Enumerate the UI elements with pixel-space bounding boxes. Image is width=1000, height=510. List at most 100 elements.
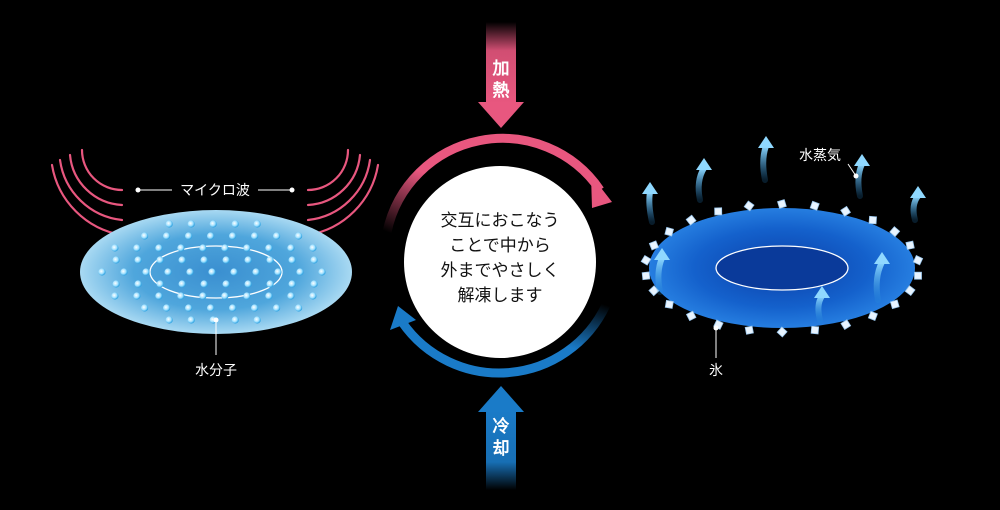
water-molecule-label: 水分子: [195, 363, 237, 379]
water-molecule-dot: [208, 268, 216, 276]
water-molecule-dot: [243, 292, 251, 300]
water-molecule-dot: [163, 232, 171, 240]
ice-crystal: [868, 215, 877, 225]
water-molecule-dot: [112, 256, 120, 264]
water-molecule-dot: [231, 220, 239, 228]
water-molecule-dot: [221, 292, 229, 300]
water-molecule-dot: [222, 280, 230, 288]
water-molecule-dot: [98, 268, 106, 276]
water-molecule-dot: [251, 304, 259, 312]
microwave-leader-right-dot: [289, 187, 295, 193]
heating-cycle-arrowhead: [591, 175, 612, 208]
water-molecule-dot: [165, 220, 173, 228]
cooling-char-1: 冷: [493, 416, 510, 437]
ice-crystal: [641, 271, 651, 281]
ice-crystal: [664, 226, 674, 237]
water-molecule-dot: [163, 304, 171, 312]
water-molecule-dot: [252, 268, 260, 276]
water-molecule-dot: [318, 268, 326, 276]
left-panel: マイクロ波 水分子: [50, 148, 380, 379]
water-molecule-dot: [244, 280, 252, 288]
ice-crystal: [867, 310, 878, 321]
microwave-leader-left-dot: [135, 187, 141, 193]
steam-arrow-icon: [873, 252, 890, 303]
water-molecule-dot: [231, 316, 239, 324]
water-ellipse: [80, 210, 352, 334]
water-molecule-dot: [178, 256, 186, 264]
heating-char-1: 加: [492, 59, 510, 79]
water-molecule-dot: [142, 268, 150, 276]
water-molecule-dot: [309, 292, 317, 300]
cooling-cycle-arc: [398, 303, 611, 378]
water-molecule-dot: [199, 244, 207, 252]
center-cycle: 加 熱 交互におこなう ことで中から 外までやさしく 解凍します 冷 却: [382, 22, 612, 490]
water-molecules: [98, 220, 326, 324]
steam-leader-dot: [853, 173, 859, 179]
water-molecule-dot: [288, 280, 296, 288]
heating-char-2: 熱: [493, 80, 510, 101]
water-molecule-dot: [295, 232, 303, 240]
ice-crystal: [914, 271, 922, 280]
water-molecule-dot: [296, 268, 304, 276]
steam-arrow-icon: [642, 182, 658, 225]
heating-arrow: 加 熱: [478, 22, 524, 128]
water-molecule-dot: [251, 232, 259, 240]
cooling-char-2: 却: [493, 438, 510, 459]
ice-crystal: [640, 254, 652, 266]
water-molecule-dot: [178, 280, 186, 288]
ice-crystal: [809, 200, 820, 211]
ice-crystal: [685, 214, 697, 226]
water-molecule-dot: [274, 268, 282, 276]
water-molecule-dot: [273, 304, 281, 312]
water-molecule-dot: [186, 268, 194, 276]
water-molecule-dot: [133, 244, 141, 252]
water-molecule-dot: [156, 280, 164, 288]
water-molecule-dot: [200, 280, 208, 288]
water-molecule-dot: [253, 220, 261, 228]
water-molecule-dot: [295, 304, 303, 312]
water-molecule-dot: [229, 304, 237, 312]
water-molecule-dot: [273, 232, 281, 240]
microwave-waves-left-icon: [50, 148, 124, 237]
water-molecule-dot: [187, 316, 195, 324]
steam-label: 水蒸気: [799, 148, 841, 164]
water-molecule-dot: [185, 232, 193, 240]
ice-crystal: [840, 319, 852, 330]
water-molecule-dot: [133, 292, 141, 300]
steam-arrow-icon: [910, 186, 926, 223]
steam-arrow-icon: [695, 158, 712, 203]
water-molecule-dot: [221, 244, 229, 252]
ice-crystal: [889, 299, 900, 310]
water-molecule-dot: [310, 280, 318, 288]
water-molecule-dot: [156, 256, 164, 264]
ice-crystal: [744, 325, 754, 335]
ice-leader-dot: [713, 325, 719, 331]
ice-crystal: [664, 299, 674, 309]
water-molecule-dot: [155, 244, 163, 252]
water-molecule-dot: [229, 232, 237, 240]
ice-crystal: [840, 205, 851, 217]
center-text-line-2: ことで中から: [449, 236, 551, 256]
ice-crystal: [743, 200, 755, 212]
water-molecule-dot: [111, 244, 119, 252]
water-molecule-dot: [243, 244, 251, 252]
ice-crystals: [640, 199, 924, 338]
water-molecule-dot: [222, 256, 230, 264]
water-molecule-dot: [309, 244, 317, 252]
ice-crystal: [648, 240, 659, 251]
ice-crystal: [889, 226, 901, 238]
water-molecule-dot: [288, 256, 296, 264]
water-molecule-dot: [199, 292, 207, 300]
water-molecule-dot: [177, 292, 185, 300]
microwave-waves-right-icon: [306, 148, 380, 237]
center-text-line-4: 解凍します: [458, 286, 543, 306]
water-molecule-dot: [141, 304, 149, 312]
cooling-arrow: 冷 却: [478, 386, 524, 490]
water-molecule-dot: [287, 292, 295, 300]
water-molecule-leader-dot: [213, 317, 219, 323]
ice-crystal: [912, 255, 924, 266]
water-molecule-dot: [265, 244, 273, 252]
ice-crystal: [904, 285, 916, 297]
water-molecule-dot: [266, 280, 274, 288]
